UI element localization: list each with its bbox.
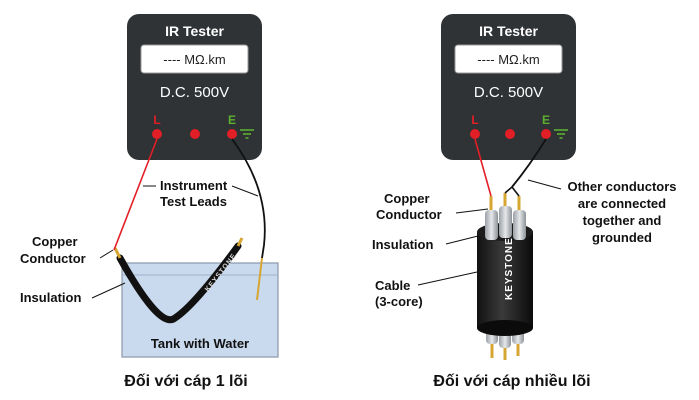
tester-display [454,44,563,74]
cable-pointer [417,271,478,286]
right-diagram: IR Tester ---- MΩ.km D.C. 500V L E [372,14,677,390]
ground-icon [554,129,568,139]
others-label-line2: are connected [578,196,666,211]
single-core-cable [116,242,242,324]
right-ir-tester: IR Tester ---- MΩ.km D.C. 500V L E [441,14,576,160]
terminal-e [227,129,237,139]
others-label-line3: together and [583,213,662,228]
terminal-g [505,129,515,139]
terminal-l-label: L [153,113,160,127]
three-core-cable: KEYSTONE [477,185,533,360]
left-insulation-pointer [91,282,126,299]
right-copper-label-line2: Conductor [376,207,442,222]
tester-voltage: D.C. 500V [474,84,543,101]
cable-jacket-bottom [477,320,533,336]
terminal-g [190,129,200,139]
left-diagram: IR Tester ---- MΩ.km D.C. 500V L E Tank … [20,14,279,390]
terminal-e-label: E [542,113,550,127]
left-ir-tester: IR Tester ---- MΩ.km D.C. 500V L E [127,14,262,160]
cable-label-line1: Cable [375,278,410,293]
tester-display [140,44,249,74]
top-core-2 [499,206,512,238]
right-insulation-pointer [445,235,479,245]
cable-jacket [477,232,533,328]
black-test-lead [511,138,547,188]
others-label-line4: grounded [592,230,652,245]
ground-icon [240,129,254,139]
black-test-lead [231,138,266,259]
others-label-line1: Other conductors [567,179,676,194]
leads-label-line2: Test Leads [160,194,227,209]
top-core-1 [485,210,498,240]
terminal-e [541,129,551,139]
leads-label-line1: Instrument [160,178,228,193]
terminal-e-label: E [228,113,236,127]
right-cable-brand: KEYSTONE [504,237,515,300]
left-copper-end [113,247,122,259]
others-pointer [527,179,562,190]
tester-title: IR Tester [479,23,538,39]
tester-voltage: D.C. 500V [160,84,229,101]
ground-rod [256,257,263,301]
terminal-l [152,129,162,139]
right-copper-label-line1: Copper [384,191,430,206]
red-test-lead [474,138,492,197]
left-insulation-label: Insulation [20,290,81,305]
left-copper-label-line2: Conductor [20,251,86,266]
right-copper-pointer [455,208,489,214]
right-caption: Đối với cáp nhiều lõi [433,373,590,390]
tester-display-reading: ---- MΩ.km [477,52,539,67]
tester-display-reading: ---- MΩ.km [163,52,225,67]
top-core-3 [513,210,526,240]
left-copper-pointer [99,249,114,259]
water-tank [121,262,279,358]
tank-label: Tank with Water [151,336,249,351]
right-copper-end [236,237,244,247]
left-copper-label-line1: Copper [32,234,78,249]
right-insulation-label: Insulation [372,237,433,252]
terminal-l-label: L [471,113,478,127]
cable-label-line2: (3-core) [375,294,423,309]
red-test-lead [113,138,158,251]
terminal-l [470,129,480,139]
left-caption: Đối với cáp 1 lõi [124,373,247,390]
leads-pointer-right [231,185,259,197]
conductor-jumper [504,185,520,197]
tester-title: IR Tester [165,23,224,39]
